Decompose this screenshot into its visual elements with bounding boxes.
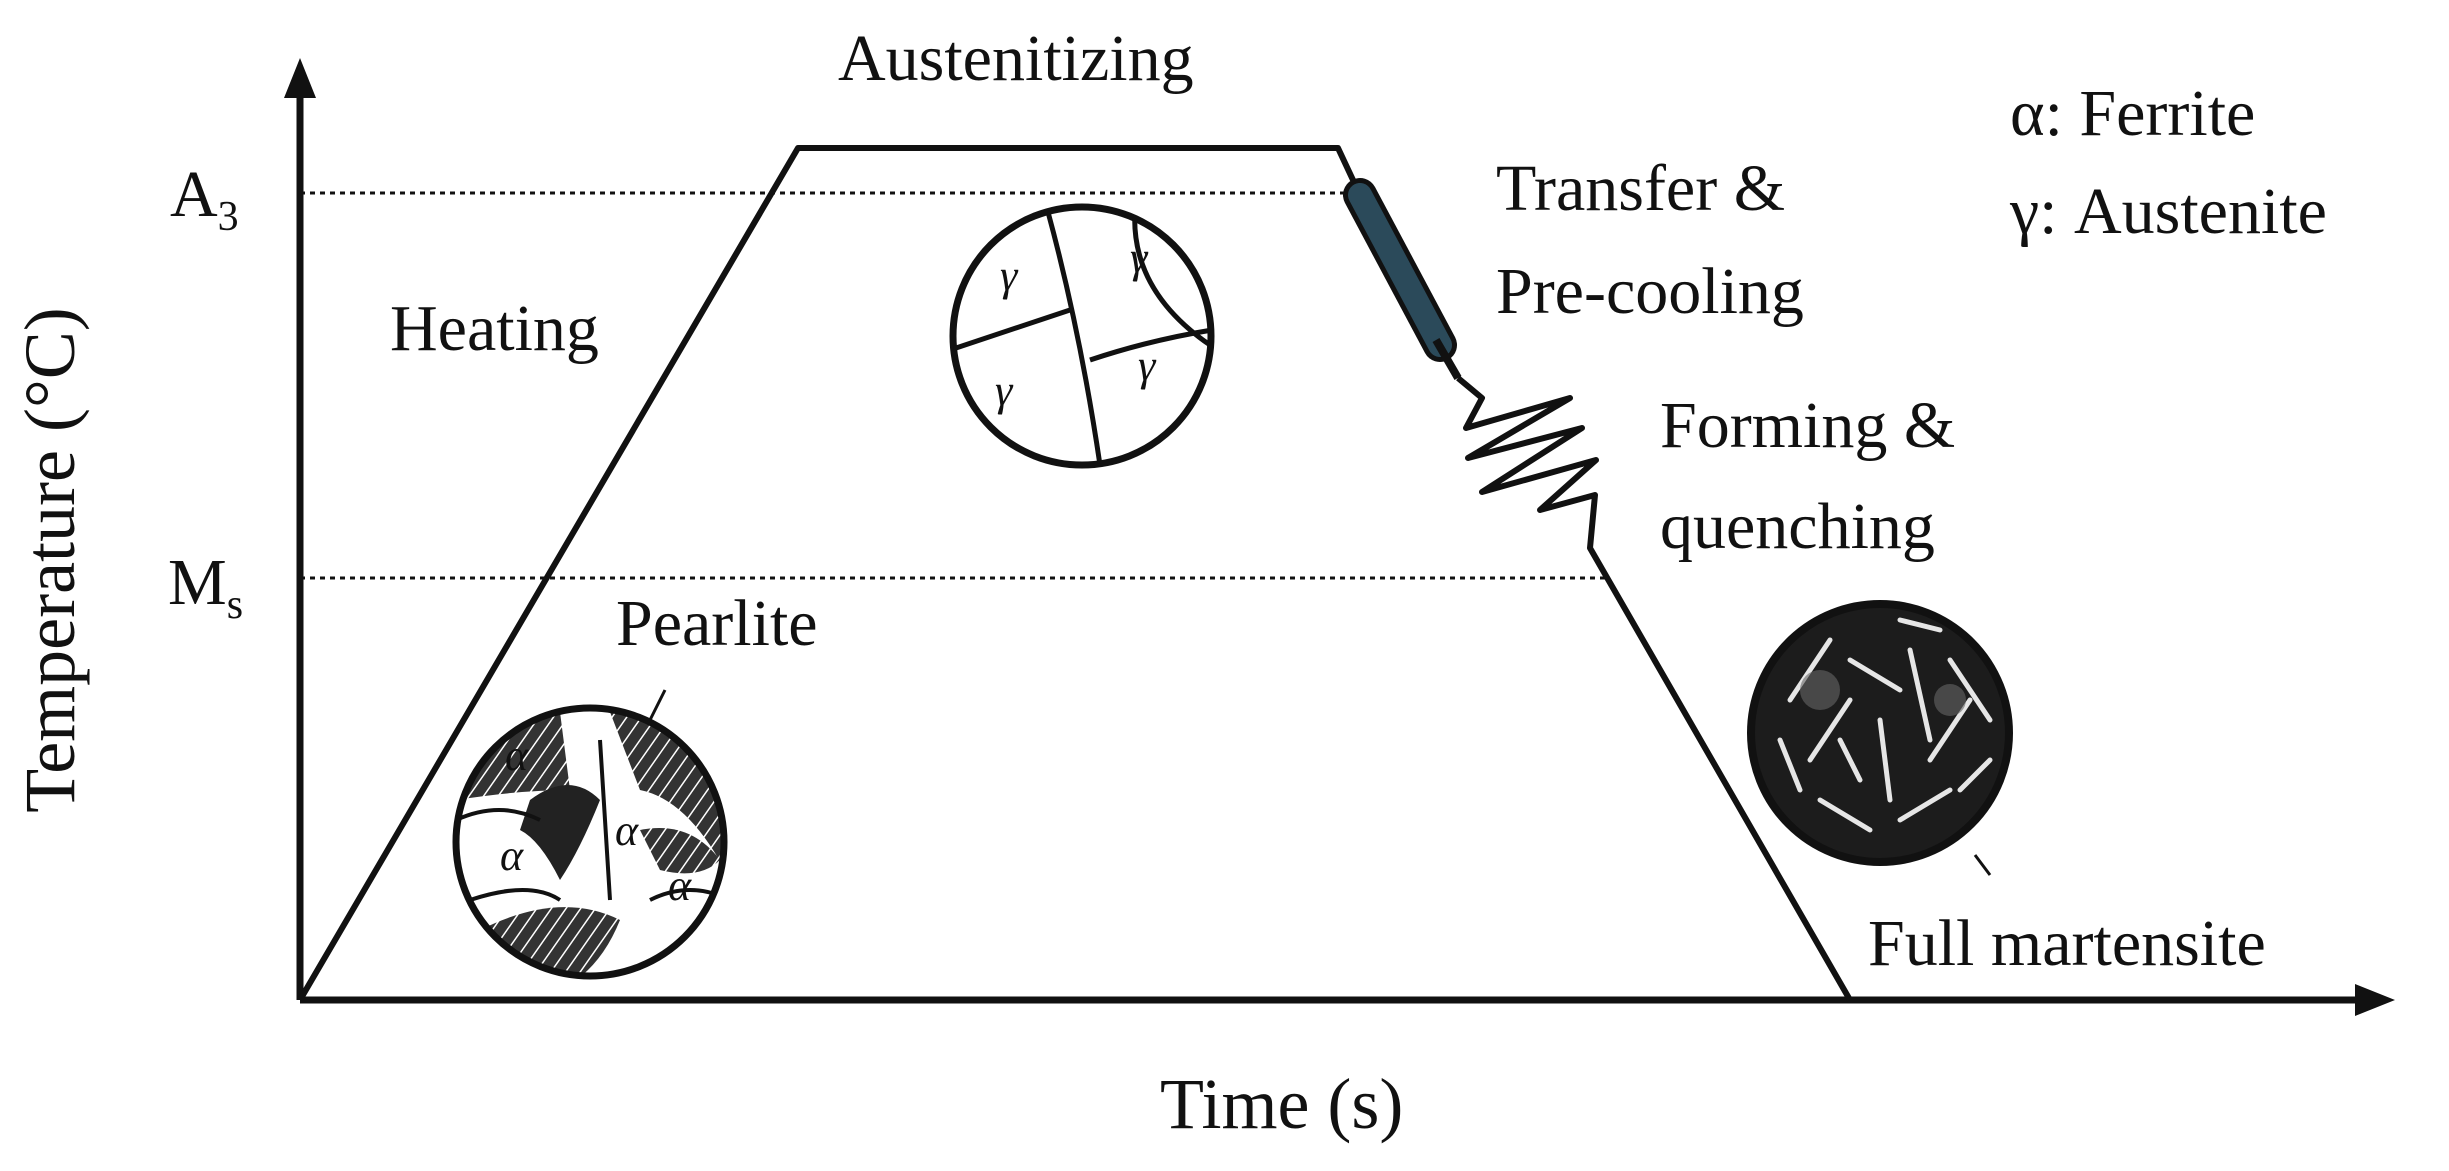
transfer-tube — [1343, 178, 1462, 381]
austenite-microstructure-icon: γ γ γ γ — [949, 203, 1215, 469]
a3-tick-label: A3 — [170, 158, 239, 240]
legend-ferrite: α: Ferrite — [2010, 77, 2255, 150]
y-axis-arrow — [284, 58, 316, 98]
cooling-curve — [1456, 375, 1853, 1002]
svg-text:α: α — [505, 731, 529, 780]
x-axis-label: Time (s) — [1160, 1064, 1403, 1144]
transfer-label-line2: Pre-cooling — [1496, 255, 1804, 328]
heating-label: Heating — [390, 292, 599, 365]
svg-text:α: α — [668, 861, 692, 910]
forming-label-line1: Forming & — [1660, 389, 1955, 462]
pearlite-label: Pearlite — [616, 587, 818, 660]
forming-label-line2: quenching — [1660, 490, 1935, 563]
y-axis-label: Temperature (°C) — [10, 307, 90, 813]
svg-text:α: α — [615, 806, 639, 855]
legend-austenite: γ: Austenite — [2009, 175, 2327, 248]
svg-text:γ: γ — [1130, 233, 1149, 282]
austenitizing-label: Austenitizing — [838, 22, 1194, 95]
x-axis-arrow — [2355, 984, 2395, 1016]
heat-treatment-curve — [297, 145, 1363, 1002]
svg-text:γ: γ — [1000, 251, 1019, 300]
svg-text:Ms: Ms — [168, 546, 243, 628]
svg-text:γ: γ — [1138, 341, 1157, 390]
transfer-label-line1: Transfer & — [1496, 152, 1785, 225]
svg-text:α: α — [500, 831, 524, 880]
svg-text:γ: γ — [995, 366, 1014, 415]
martensite-microstructure-icon — [1747, 600, 2013, 876]
pearlite-microstructure-icon: α α α α — [452, 689, 728, 980]
svg-text:A3: A3 — [170, 158, 239, 240]
ms-tick-label: Ms — [168, 546, 243, 628]
axes — [284, 58, 2395, 1016]
martensite-label: Full martensite — [1868, 907, 2266, 980]
